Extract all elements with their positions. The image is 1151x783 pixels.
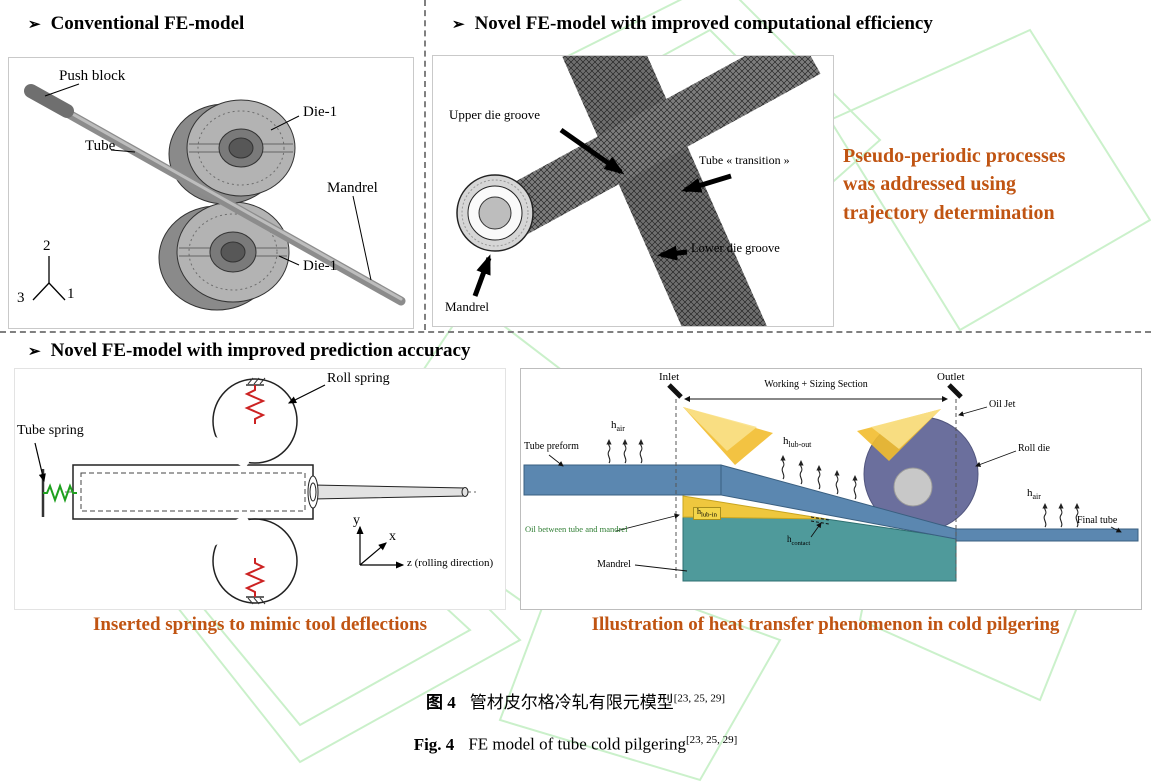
roll-die-label: Roll die xyxy=(1018,443,1050,454)
tube-body xyxy=(65,464,477,520)
conventional-diagram xyxy=(24,83,406,311)
tube-spring-shape xyxy=(41,469,77,517)
heading-conventional-text: Conventional FE-model xyxy=(50,13,245,34)
axis-3-label: 3 xyxy=(17,290,25,306)
mandrel-d-label: Mandrel xyxy=(597,559,631,570)
lower-die-groove-label: Lower die groove xyxy=(691,241,780,255)
meshed-die-tube-bands xyxy=(490,56,821,326)
heat-diagram xyxy=(523,383,1139,582)
inlet-label: Inlet xyxy=(659,371,680,383)
figure-caption-zh-title: 管材皮尔格冷轧有限元模型 xyxy=(469,693,674,712)
horizontal-divider xyxy=(0,331,1151,333)
figure-caption-en-ref: [23, 25, 29] xyxy=(685,734,738,746)
tube-label: Tube xyxy=(85,138,116,154)
lower-die-roller xyxy=(158,201,290,311)
heat-leader-lines xyxy=(548,406,1122,572)
die1-top-label: Die-1 xyxy=(303,104,338,120)
figure-caption-zh: 图 4 管材皮尔格冷轧有限元模型[23, 25, 29] xyxy=(0,688,1151,713)
lower-roll-spring-shape xyxy=(209,514,298,605)
heading-accuracy: ➢ Novel FE-model with improved predictio… xyxy=(28,340,470,362)
mandrel-region xyxy=(682,497,957,582)
tube-shapes xyxy=(523,464,1139,542)
oil-jet-label: Oil Jet xyxy=(989,399,1016,410)
tube-ring-cross-section xyxy=(456,174,534,252)
heading-conventional: ➢ Conventional FE-model xyxy=(28,13,244,35)
label-arrows xyxy=(34,384,326,483)
push-block-label: Push block xyxy=(59,68,126,84)
arrow-bullet-icon: ➢ xyxy=(452,17,465,33)
figure-caption-en-title: FE model of tube cold pilgering xyxy=(468,734,686,754)
mandrel-label: Mandrel xyxy=(327,180,378,196)
axes-tripod xyxy=(32,256,66,301)
heading-efficiency: ➢ Novel FE-model with improved computati… xyxy=(452,13,933,35)
working-sizing-label: Working + Sizing Section xyxy=(764,379,868,390)
tube-preform-label: Tube preform xyxy=(524,441,579,452)
roll-spring-label: Roll spring xyxy=(327,371,390,386)
oil-spray-shapes xyxy=(683,407,941,465)
efficiency-diagram xyxy=(456,56,821,326)
axes xyxy=(356,525,405,569)
outlet-label: Outlet xyxy=(937,371,965,383)
springs-diagram xyxy=(34,377,477,605)
axis-x-label: x xyxy=(389,529,396,544)
conventional-panel: Push block Tube Die-1 Mandrel Die-1 2 3 … xyxy=(8,57,414,329)
note-line-3: trajectory determination xyxy=(843,201,1055,224)
heat-panel: Inlet Outlet Working + Sizing Section Oi… xyxy=(520,368,1142,610)
springs-panel: Roll spring Tube spring y x z (rolling d… xyxy=(14,368,506,610)
arrow-bullet-icon: ➢ xyxy=(28,344,41,360)
figure-caption-zh-ref: [23, 25, 29] xyxy=(673,692,726,705)
springs-caption: Inserted springs to mimic tool deflectio… xyxy=(92,614,428,635)
axis-y-label: y xyxy=(353,513,360,528)
upper-roll-spring-shape xyxy=(209,377,298,469)
contact-zone-dashes xyxy=(810,516,830,525)
note-line-1: Pseudo-periodic processes xyxy=(843,145,1066,167)
vertical-divider xyxy=(424,0,426,330)
figure-caption-en: Fig. 4 FE model of tube cold pilgering[23… xyxy=(0,734,1151,755)
push-block-shape xyxy=(24,84,74,118)
note-line-2: was addressed using xyxy=(843,173,1017,196)
annotation-arrows xyxy=(472,127,732,297)
oil-between-label: Oil between tube and mandrel xyxy=(525,524,628,534)
mandrel-b-label: Mandrel xyxy=(445,299,490,314)
heading-efficiency-text: Novel FE-model with improved computation… xyxy=(474,13,933,34)
heading-accuracy-text: Novel FE-model with improved prediction … xyxy=(50,340,471,361)
die1-bottom-label: Die-1 xyxy=(303,258,338,274)
efficiency-panel: Upper die groove Tube « transition » Low… xyxy=(432,55,834,327)
arrow-bullet-icon: ➢ xyxy=(28,17,41,33)
inlet-outlet-markers xyxy=(667,383,963,581)
final-tube-label: Final tube xyxy=(1077,515,1118,526)
tube-spring-label: Tube spring xyxy=(17,423,84,438)
tube-mandrel-rod xyxy=(24,84,406,306)
axis-z-label: z (rolling direction) xyxy=(407,557,494,569)
figure-caption-en-label: Fig. 4 xyxy=(413,734,455,754)
efficiency-note: Pseudo-periodic processes was addressed … xyxy=(843,142,1148,227)
tube-transition-label: Tube « transition » xyxy=(699,153,790,167)
axis-1-label: 1 xyxy=(67,286,75,302)
upper-die-roller xyxy=(168,99,296,205)
h-contact-label: hcontact xyxy=(787,534,811,547)
upper-die-groove-label: Upper die groove xyxy=(449,107,540,122)
figure-caption-zh-label: 图 4 xyxy=(425,693,456,712)
h-lub-out-label: hlub-out xyxy=(783,435,812,450)
h-air-right-label: hair xyxy=(1027,487,1041,502)
heat-caption: Illustration of heat transfer phenomenon… xyxy=(591,614,1060,635)
h-air-left-label: hair xyxy=(611,419,625,434)
leader-lines xyxy=(44,83,372,281)
axis-2-label: 2 xyxy=(43,238,51,254)
h-lub-in-label: hlub-in xyxy=(693,507,721,520)
